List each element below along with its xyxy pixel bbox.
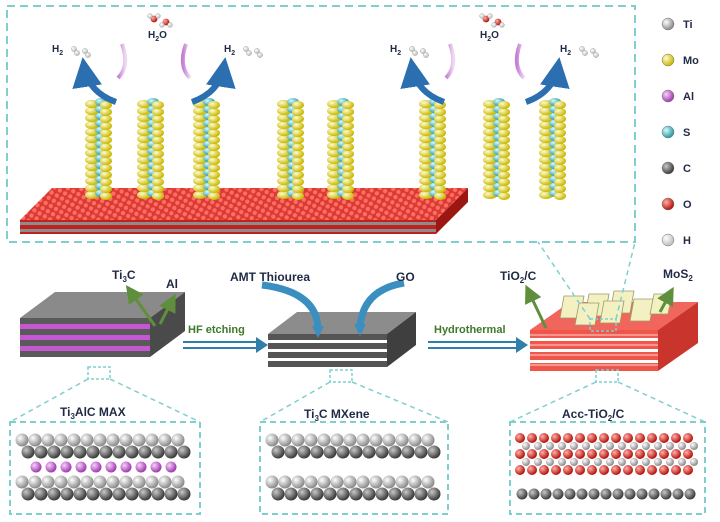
- surface-reaction-panel: H2 H2O H2 H2 H2O H2: [6, 5, 636, 243]
- mos2-column: [277, 98, 304, 200]
- reagents-label: AMT Thiourea: [230, 270, 310, 284]
- her-reaction-arrows: H2 H2O H2 H2 H2O H2: [52, 13, 599, 105]
- legend-h-swatch: [661, 233, 675, 247]
- acc-zoom-panel: [509, 369, 706, 515]
- h2-label: H2: [224, 44, 235, 57]
- h2o-label: H2O: [480, 30, 499, 43]
- go-label: GO: [396, 270, 415, 284]
- mxene-stack: [261, 279, 416, 367]
- legend-ti-swatch: [661, 17, 675, 31]
- zoom-connectors: [537, 241, 636, 320]
- legend-s-swatch: [661, 125, 675, 139]
- legend-mo-swatch: [661, 53, 675, 67]
- mos2-column: [327, 98, 354, 200]
- hydrothermal-arrow: [428, 337, 528, 353]
- hydrothermal-label: Hydrothermal: [434, 324, 506, 336]
- h2-evolution-arrow: [400, 57, 446, 105]
- legend-c-label: C: [683, 163, 691, 175]
- mos2-column: [193, 98, 220, 200]
- h2-label: H2: [560, 44, 571, 57]
- h2-label: H2: [390, 44, 401, 57]
- mos2-column: [85, 98, 112, 200]
- legend-o-label: O: [683, 199, 692, 211]
- mos2-column: [483, 98, 510, 200]
- legend-h-label: H: [683, 235, 691, 247]
- acc-label: Acc-TiO2/C: [562, 407, 625, 423]
- mxene-zoom-panel: [259, 369, 449, 515]
- hf-etching-arrow: [183, 337, 268, 353]
- legend-c-swatch: [661, 161, 675, 175]
- legend-al-swatch: [661, 89, 675, 103]
- water-adsorption-arc: [180, 43, 192, 80]
- max-label: Ti3AlC MAX: [60, 405, 126, 421]
- tio2c-label: TiO2/C: [500, 269, 537, 285]
- legend-mo-label: Mo: [683, 55, 699, 67]
- water-adsorption-arc: [514, 43, 526, 80]
- max-zoom-panel: [9, 366, 201, 515]
- legend-al-label: Al: [683, 91, 694, 103]
- mos2-label: MoS2: [663, 267, 693, 283]
- acc-tio2-c-stack: [525, 284, 698, 371]
- al-label: Al: [166, 277, 178, 291]
- water-adsorption-arc: [444, 43, 456, 80]
- tio2-c-substrate: [20, 188, 468, 234]
- mos2-column: [539, 98, 566, 200]
- ti3c-label: Ti3C: [112, 268, 136, 284]
- hf-etching-label: HF etching: [188, 324, 245, 336]
- mxene-label: Ti3C MXene: [304, 407, 370, 423]
- h2-label: H2: [52, 44, 63, 57]
- h2o-label: H2O: [148, 30, 167, 43]
- legend-o-swatch: [661, 197, 675, 211]
- h2-evolution-arrow: [524, 57, 570, 105]
- max-phase-stack: [20, 285, 185, 357]
- mos2-column: [419, 98, 446, 200]
- legend-ti-label: Ti: [683, 19, 693, 31]
- h2-evolution-arrow: [190, 57, 236, 105]
- legend-s-label: S: [683, 127, 690, 139]
- h2-evolution-arrow: [72, 57, 118, 105]
- mos2-column: [137, 98, 164, 200]
- mos2-nanosheet-columns: [85, 98, 566, 200]
- water-adsorption-arc: [116, 43, 128, 80]
